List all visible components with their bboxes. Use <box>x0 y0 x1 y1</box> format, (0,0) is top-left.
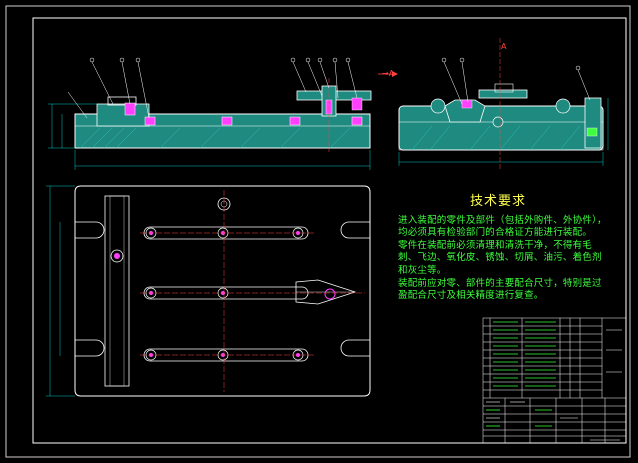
top-view <box>46 185 371 397</box>
drawing-border <box>32 17 627 444</box>
bolt-section <box>221 116 233 126</box>
front-view <box>48 57 398 170</box>
base-plate-outline <box>74 185 371 397</box>
locating-block <box>96 103 150 127</box>
direction-label: →A <box>382 69 395 78</box>
mounting-slot <box>75 339 105 357</box>
mounting-slot <box>75 221 105 239</box>
mounting-slot <box>340 221 370 239</box>
outer-frame <box>5 5 631 458</box>
v-jaw <box>295 279 357 305</box>
tech-requirement-item: 进入装配的零件及部件（包括外购件、外协件），均必须具有检验部门的合格证方能进行装… <box>398 214 607 239</box>
tech-requirements-title: 技术要求 <box>469 194 526 209</box>
side-view <box>398 38 609 170</box>
mounting-slot <box>340 339 370 357</box>
tech-requirement-item: 零件在装配前必须清理和清洗干净，不得有毛刺、飞边、氧化皮、锈蚀、切屑、油污、着色… <box>398 239 602 276</box>
bolt-section <box>351 116 363 126</box>
tech-requirement-item: 装配前应对零、部件的主要配合尺寸，特别是过盈配合尺寸及相关精度进行复查。 <box>398 277 602 302</box>
technical-requirements: 技术要求 进入装配的零件及部件（包括外购件、外协件），均必须具有检验部门的合格证… <box>398 195 610 303</box>
section-label: A <box>501 42 507 51</box>
bolt-section <box>289 116 301 126</box>
title-block <box>482 317 627 444</box>
side-base-section <box>398 105 604 151</box>
screw-section <box>124 102 136 116</box>
bolt-section <box>144 116 156 126</box>
